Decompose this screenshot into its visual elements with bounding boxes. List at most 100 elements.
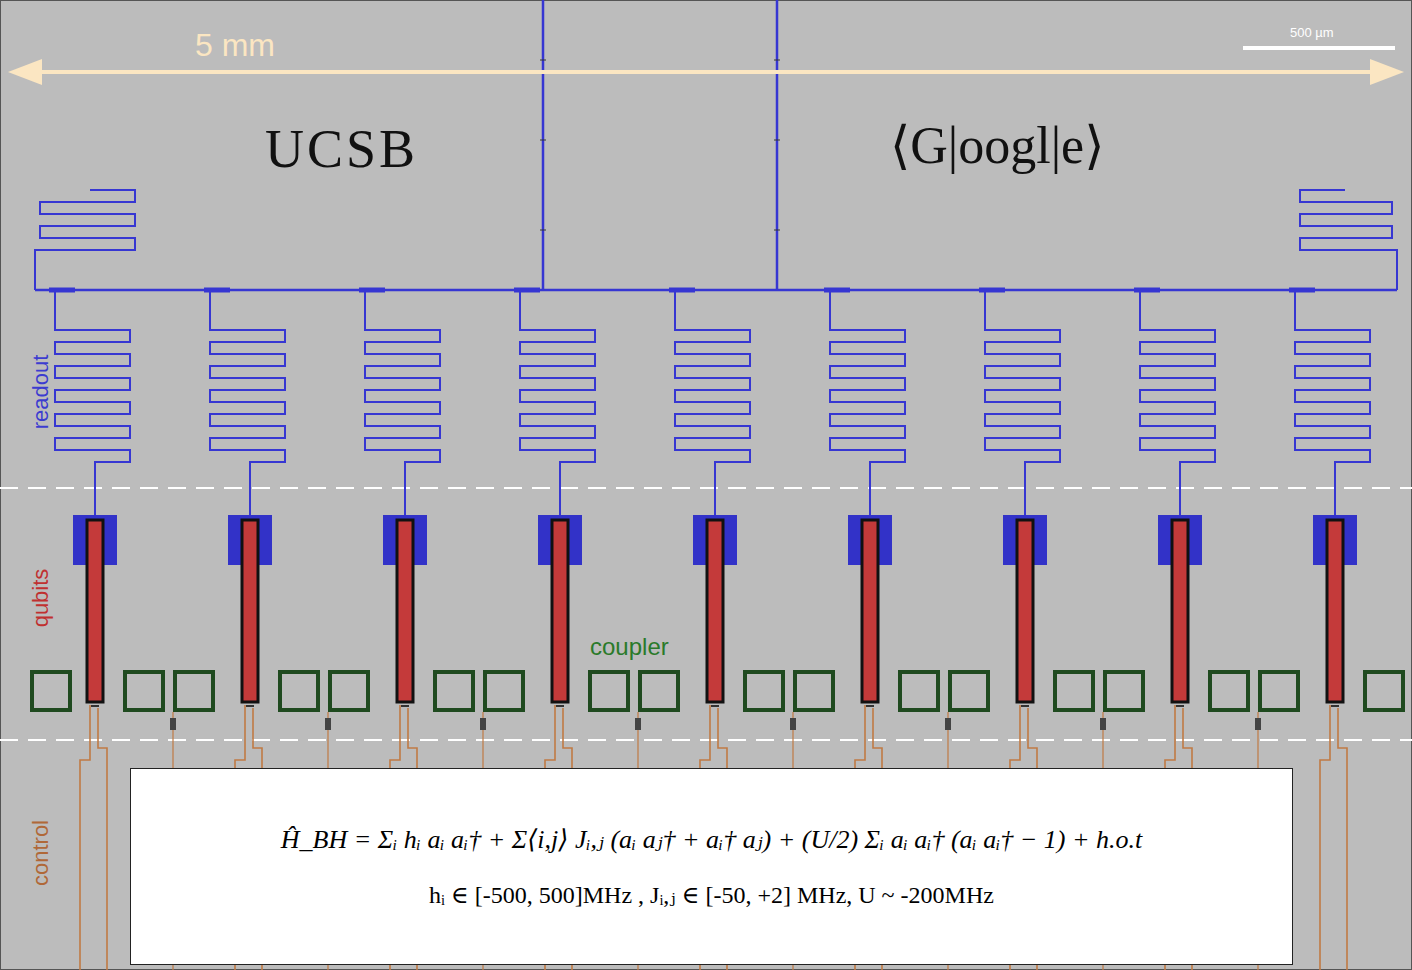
coupler-loop [175,672,213,710]
xmon-qubit [552,520,568,702]
coupling-pad [49,288,75,293]
junction [711,705,719,707]
readout-resonator [675,292,750,515]
flux-line [1320,705,1330,970]
drive-line [98,708,107,970]
dimension-label: 5 mm [195,28,275,63]
readout-resonator [1140,292,1215,515]
divider-line [0,487,1412,489]
scale-bar [1243,46,1395,50]
readout-resonator [365,292,440,515]
section-label: control [29,820,53,886]
junction [1021,705,1029,707]
xmon-qubit [1172,520,1188,702]
feedline [35,289,1397,292]
coupling-pad [204,288,230,293]
air-bridge [774,230,780,231]
junction [866,705,874,707]
air-bridge [540,230,546,231]
coupler-loop [280,672,318,710]
bond-pad [325,718,331,730]
junction [91,705,99,707]
coupler-loop [1210,672,1248,710]
logo-text: UCSB [265,120,418,179]
readout-resonator [985,292,1060,515]
flux-line [80,705,90,970]
coupler-loop [1055,672,1093,710]
coupling-pad [1289,288,1315,293]
coupler-loop [125,672,163,710]
dimension-line [30,70,1382,74]
bond-pad [635,718,641,730]
bond-pad [170,718,176,730]
xmon-qubit [1017,520,1033,702]
air-bridge [774,140,780,141]
divider-line [0,739,1412,741]
coupler-loop [32,672,70,710]
xmon-qubit [707,520,723,702]
equation-box: Ĥ_BH = Σᵢ hᵢ aᵢ aᵢ† + Σ⟨i,j⟩ Jᵢ,ⱼ (aᵢ aⱼ… [130,768,1293,965]
bond-pad [945,718,951,730]
section-label: qubits [29,569,53,628]
feed-port [776,0,779,290]
coupler-loop [1365,672,1403,710]
readout-resonator [520,292,595,515]
xmon-qubit [862,520,878,702]
junction [246,705,254,707]
arrowhead [1370,59,1404,85]
readout-resonator [55,292,130,515]
arrowhead [8,59,42,85]
xmon-qubit [1327,520,1343,702]
coupling-pad [824,288,850,293]
junction [1176,705,1184,707]
hamiltonian-equation: Ĥ_BH = Σᵢ hᵢ aᵢ aᵢ† + Σ⟨i,j⟩ Jᵢ,ⱼ (aᵢ aⱼ… [281,824,1142,855]
coupling-pad [669,288,695,293]
feed-port [542,0,545,290]
air-bridge [540,140,546,141]
control-lines [80,705,1347,970]
bond-pad [480,718,486,730]
parameter-ranges: hᵢ ∈ [-500, 500]MHz , Jᵢ,ⱼ ∈ [-50, +2] M… [429,881,994,909]
coupling-pad [1134,288,1160,293]
part-label: coupler [590,634,669,660]
coupler-loop [330,672,368,710]
readout-resonator [1295,292,1370,515]
coupler-loop [950,672,988,710]
air-bridge [774,60,780,61]
qubits [73,515,1357,706]
coupling-pad [979,288,1005,293]
coupler-loop [900,672,938,710]
coupler-loop [1260,672,1298,710]
section-label: readout [29,355,53,430]
coupler-loop [1105,672,1143,710]
drive-line [1338,708,1347,970]
readout-resonator [210,292,285,515]
coupler-loop [485,672,523,710]
coupling-pad [359,288,385,293]
coupling-pad [514,288,540,293]
bond-pad [790,718,796,730]
scale-label: 500 µm [1290,26,1334,40]
junction [401,705,409,707]
filter-meander [35,190,135,290]
junction [1331,705,1339,707]
coupler-loop [745,672,783,710]
xmon-qubit [87,520,103,702]
readout-resonator [830,292,905,515]
filter-meander [1300,190,1397,290]
bond-pad [1100,718,1106,730]
air-bridge [540,60,546,61]
coupler-loop [590,672,628,710]
junction [556,705,564,707]
coupler-loop [795,672,833,710]
xmon-qubit [397,520,413,702]
coupler-loop [435,672,473,710]
readout-circuit [35,0,1397,515]
coupler-loop [640,672,678,710]
logo-text: ⟨G|oogl|e⟩ [890,117,1104,174]
bond-pad [1255,718,1261,730]
xmon-qubit [242,520,258,702]
